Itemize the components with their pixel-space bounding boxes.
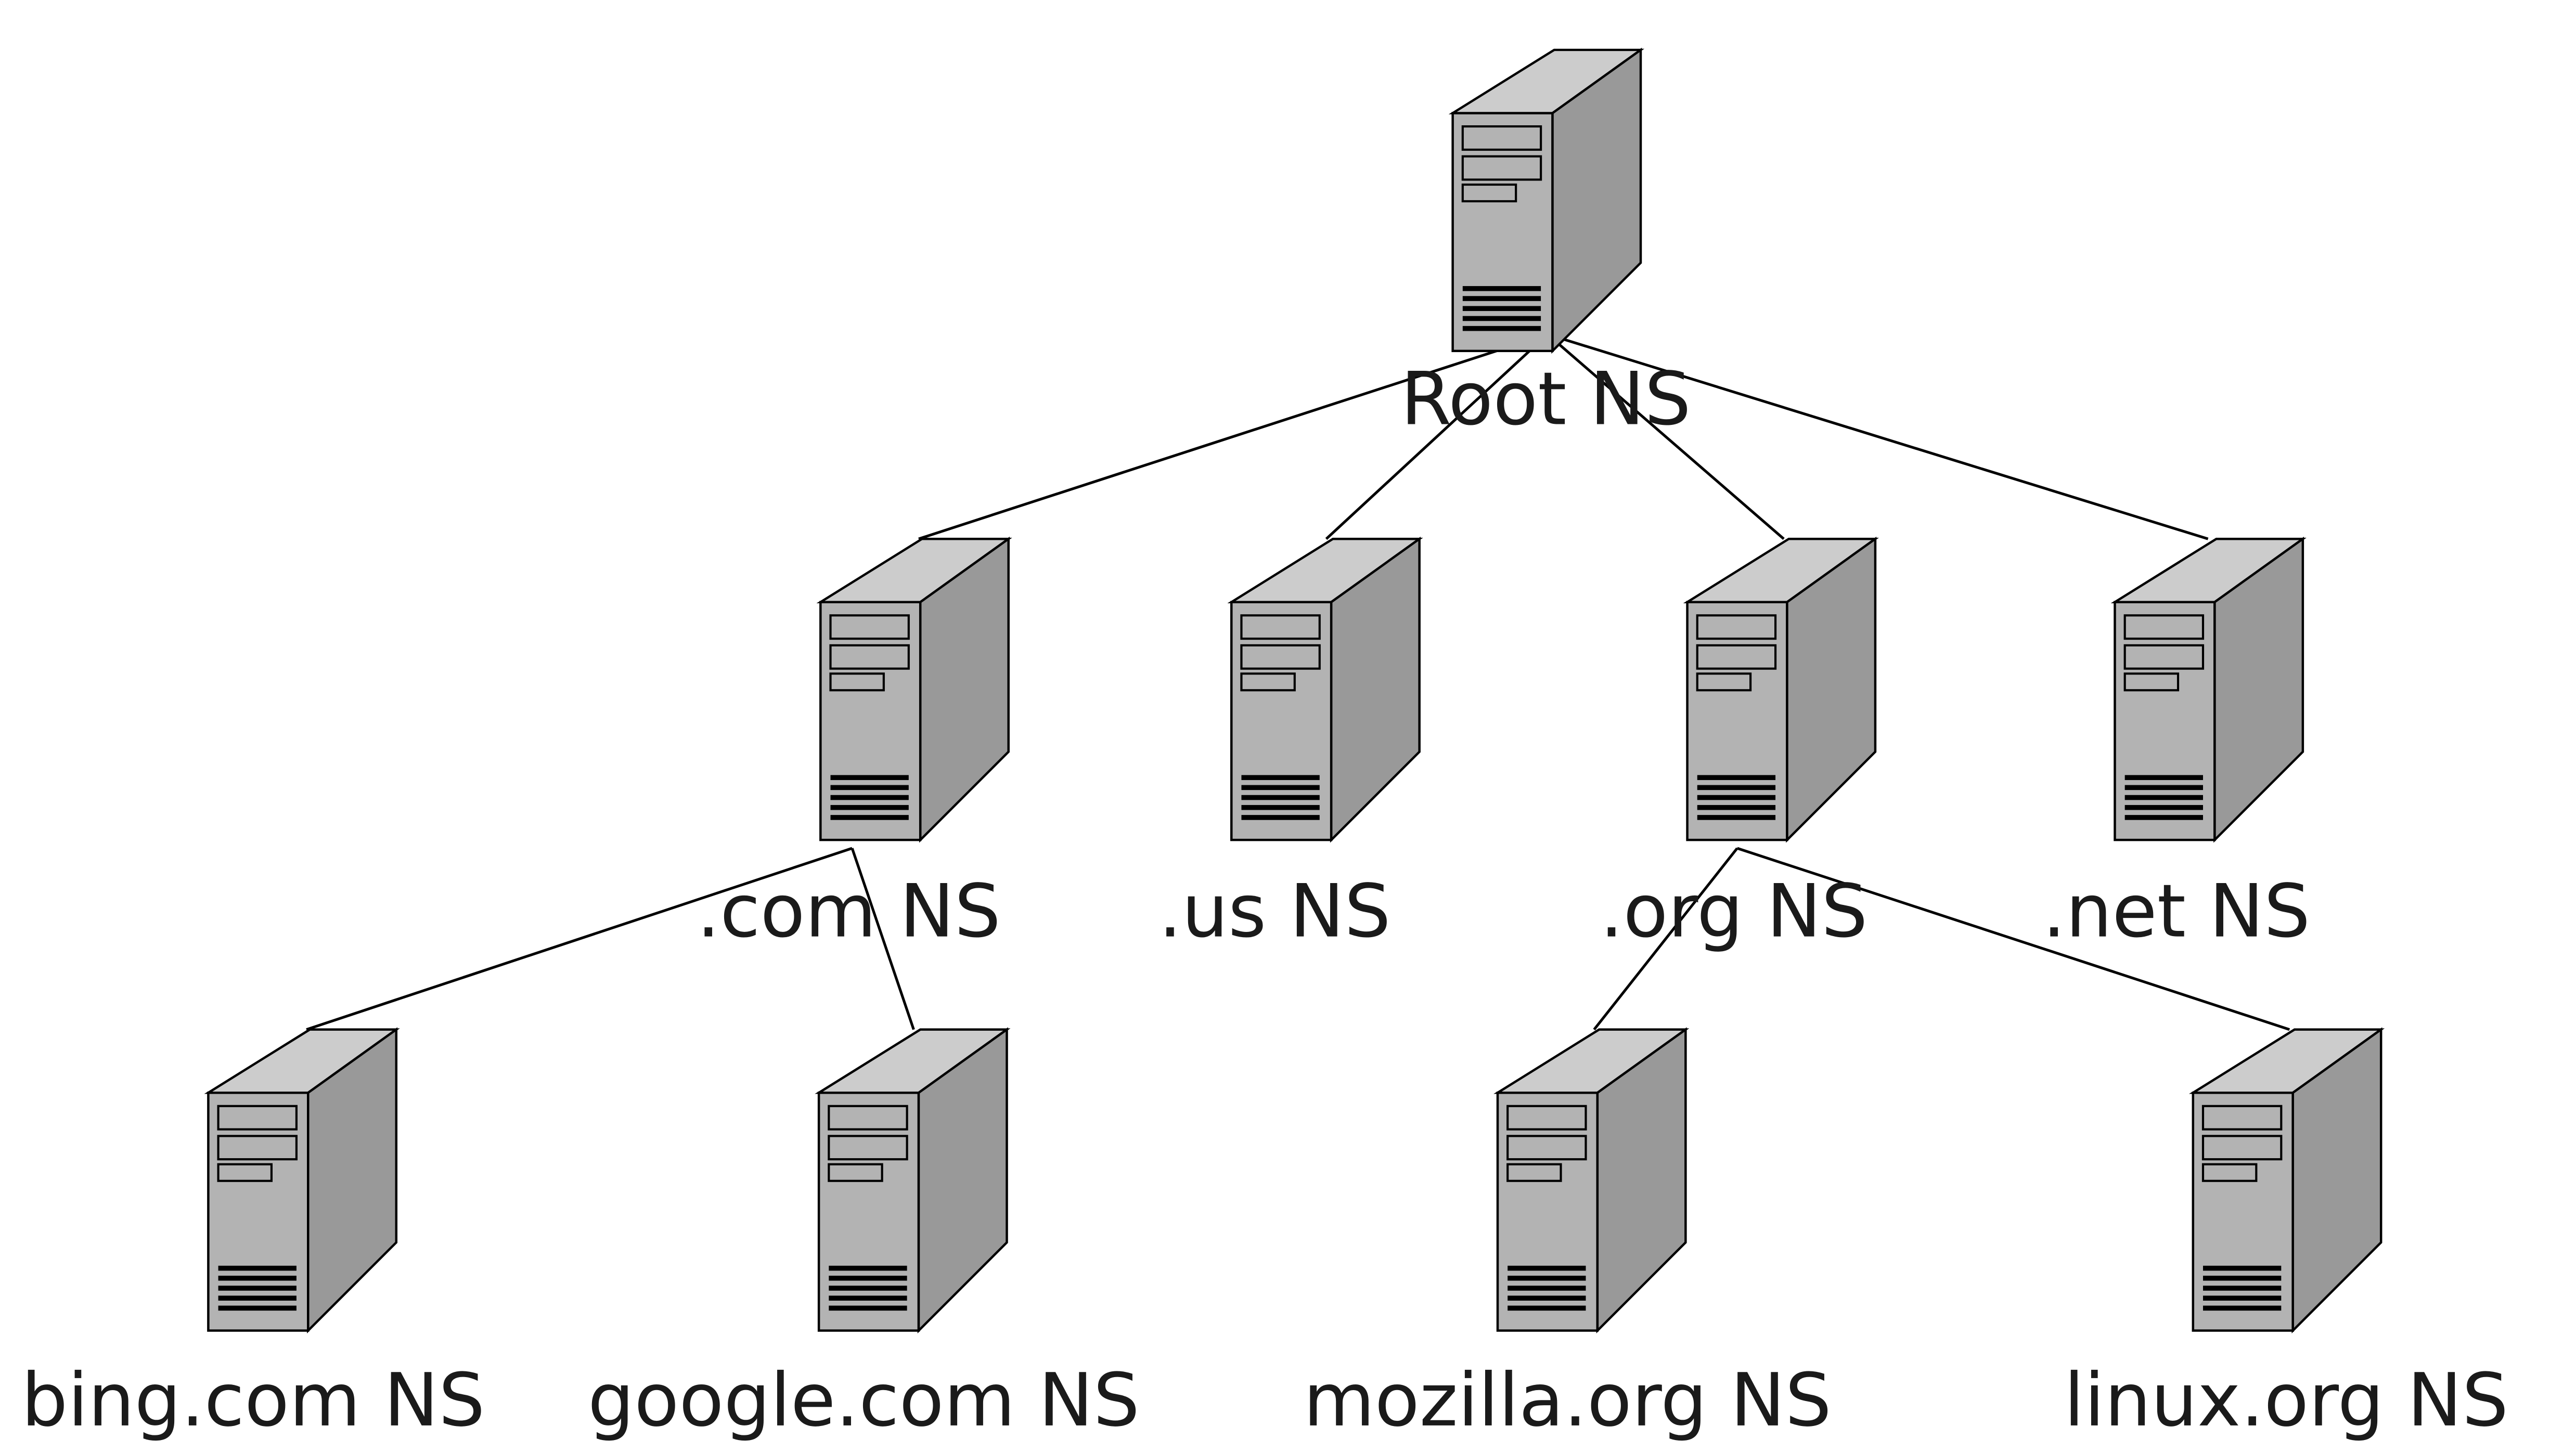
node-net: .net NS [2042, 539, 2310, 954]
connector-lines [306, 333, 2290, 1031]
node-label-com: .com NS [697, 869, 1001, 954]
node-org: .org NS [1600, 539, 1875, 954]
node-label-bing: bing.com NS [21, 1358, 485, 1443]
node-com: .com NS [697, 539, 1008, 954]
edge-com-bing [306, 847, 853, 1031]
node-root: Root NS [1401, 50, 1691, 442]
edge-org-mozilla [1593, 847, 1738, 1031]
server-tower-icon [820, 539, 1008, 840]
node-google: google.com NS [588, 1030, 1140, 1443]
node-label-google: google.com NS [588, 1358, 1140, 1443]
edge-root-org [1547, 333, 1785, 540]
server-tower-icon [208, 1030, 396, 1331]
server-tower-icon [819, 1030, 1007, 1331]
server-tower-icon [1498, 1030, 1685, 1331]
node-label-mozilla: mozilla.org NS [1304, 1358, 1832, 1443]
node-bing: bing.com NS [21, 1030, 485, 1443]
node-label-net: .net NS [2042, 869, 2310, 954]
edge-root-us [1325, 333, 1549, 540]
server-tower-icon [1453, 50, 1641, 351]
edge-com-google [851, 848, 915, 1030]
edge-root-net [1547, 333, 2209, 540]
server-tower-icon [1231, 539, 1419, 840]
server-tower-icon [2193, 1030, 2381, 1331]
node-us: .us NS [1158, 539, 1419, 954]
node-label-us: .us NS [1158, 869, 1391, 954]
node-mozilla: mozilla.org NS [1304, 1030, 1832, 1443]
server-tower-icon [2115, 539, 2302, 840]
edge-root-com [918, 333, 1548, 540]
node-linux: linux.org NS [2064, 1030, 2509, 1443]
node-label-org: .org NS [1600, 869, 1868, 954]
node-label-linux: linux.org NS [2064, 1358, 2509, 1443]
edge-org-linux [1736, 847, 2290, 1031]
node-label-root: Root NS [1401, 357, 1691, 442]
server-tower-icon [1688, 539, 1875, 840]
